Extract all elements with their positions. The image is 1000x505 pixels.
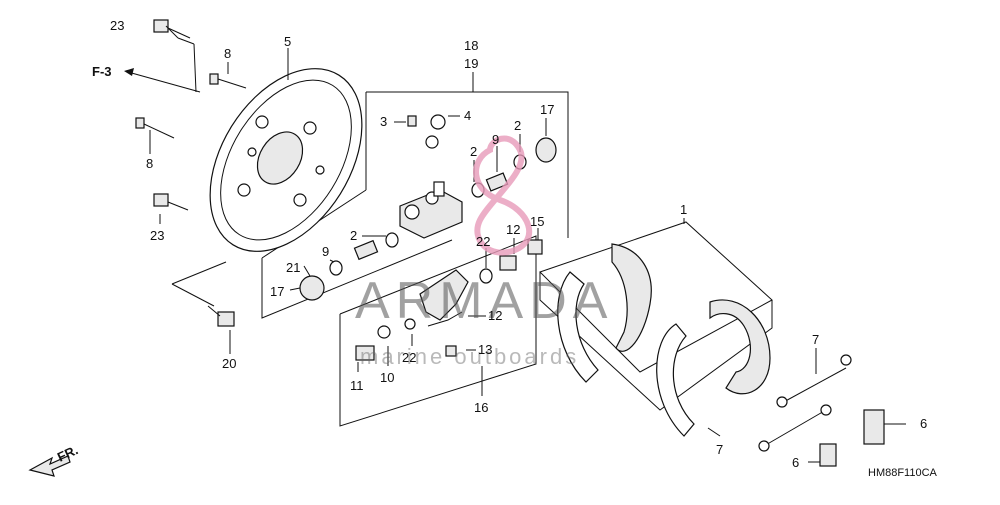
backing-plate xyxy=(209,68,363,252)
callout-12-bottom: 12 xyxy=(488,308,502,323)
watermark-tagline: marine outboards xyxy=(360,344,579,369)
callout-labels: 23 5 8 F-3 8 23 20 18 19 3 4 17 2 9 2 2 … xyxy=(92,18,927,470)
front-mark: FR. xyxy=(55,442,80,464)
callout-11: 11 xyxy=(350,378,364,393)
bolts-left xyxy=(135,19,247,327)
callout-3: 3 xyxy=(380,114,387,129)
callout-23-top: 23 xyxy=(110,18,124,33)
callout-9-top: 9 xyxy=(492,132,499,147)
cylinder-small-parts xyxy=(299,114,557,301)
callout-10: 10 xyxy=(380,370,394,385)
callout-1: 1 xyxy=(680,202,687,217)
callout-22-top: 22 xyxy=(476,234,490,249)
front-arrow: FR. xyxy=(28,442,80,477)
callout-15: 15 xyxy=(530,214,544,229)
callout-20: 20 xyxy=(222,356,236,371)
diagram-code: HM88F110CA xyxy=(868,467,938,479)
callout-5: 5 xyxy=(284,34,291,49)
ref-f3: F-3 xyxy=(92,64,112,79)
callout-18: 18 xyxy=(464,38,478,53)
callout-2-mid: 2 xyxy=(470,144,477,159)
callout-13: 13 xyxy=(478,342,492,357)
brake-shoes xyxy=(557,243,771,437)
group-frames xyxy=(124,68,773,427)
callout-2-right: 2 xyxy=(514,118,521,133)
callout-4: 4 xyxy=(464,108,471,123)
springs-and-clips xyxy=(758,354,885,467)
callout-22-bottom: 22 xyxy=(402,350,416,365)
callout-16: 16 xyxy=(474,400,488,415)
callout-6-bottom: 6 xyxy=(792,455,799,470)
callout-19: 19 xyxy=(464,56,478,71)
callout-21: 21 xyxy=(286,260,300,275)
callout-12-top: 12 xyxy=(506,222,520,237)
callout-2-left: 2 xyxy=(350,228,357,243)
wheel-cylinder xyxy=(399,181,463,239)
callout-17-bottom: 17 xyxy=(270,284,284,299)
callout-8-top: 8 xyxy=(224,46,231,61)
callout-23-bottom: 23 xyxy=(150,228,164,243)
callout-17-top: 17 xyxy=(540,102,554,117)
callout-7-top: 7 xyxy=(812,332,819,347)
callout-9-bottom: 9 xyxy=(322,244,329,259)
callout-7-bottom: 7 xyxy=(716,442,723,457)
brake-arm-assembly xyxy=(355,269,469,361)
watermark-brand: ARMADA xyxy=(355,272,613,330)
watermark: ARMADA marine outboards xyxy=(355,135,613,369)
callout-6-right: 6 xyxy=(920,416,927,431)
callout-8-bottom: 8 xyxy=(146,156,153,171)
